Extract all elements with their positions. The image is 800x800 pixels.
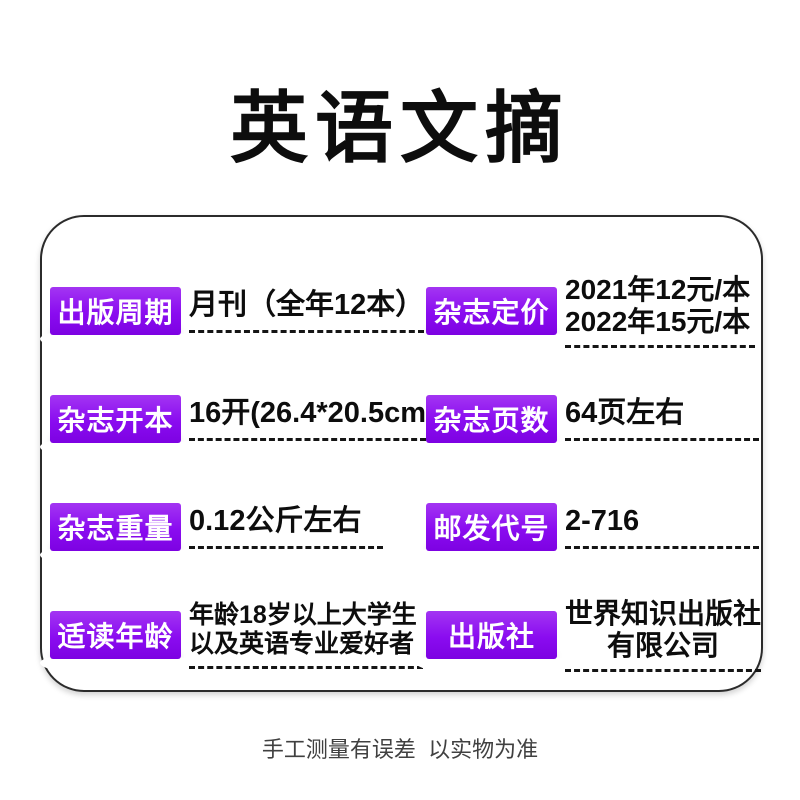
spec-reading-age: 适读年龄 年龄18岁以上大学生 以及英语专业爱好者: [40, 581, 426, 689]
spec-value: 0.12公斤左右: [189, 505, 383, 549]
spec-format: 杂志开本 16开(26.4*20.5cm）: [40, 365, 455, 473]
label-ribbon: 杂志开本: [40, 395, 191, 459]
value-line: 月刊（全年12本）: [189, 289, 425, 322]
value-line: 0.12公斤左右: [189, 505, 362, 538]
spec-label-badge: 杂志页数: [426, 395, 557, 443]
spec-value: 世界知识出版社 有限公司: [565, 597, 762, 673]
spec-value: 2021年12元/本 2022年15元/本: [565, 273, 755, 349]
value-line: 2022年15元/本: [565, 306, 751, 337]
label-ribbon: 出版周期: [40, 287, 191, 351]
label-ribbon: 出版社: [416, 611, 567, 675]
value-line: 2021年12元/本: [565, 273, 751, 305]
spec-value: 月刊（全年12本）: [189, 289, 425, 333]
spec-value: 64页左右: [565, 397, 759, 441]
spec-grid: 出版周期 月刊（全年12本） 杂志定价 2021年12元/本 2022年15元/…: [40, 257, 762, 689]
label-ribbon: 杂志定价: [416, 287, 567, 351]
spec-label-badge: 杂志定价: [426, 287, 557, 335]
value-line: 以及英语专业爱好者: [189, 630, 415, 658]
measurement-disclaimer: 手工测量有误差 以实物为准: [261, 737, 539, 762]
spec-card: 出版周期 月刊（全年12本） 杂志定价 2021年12元/本 2022年15元/…: [40, 215, 763, 692]
spec-publisher: 出版社 世界知识出版社 有限公司: [416, 581, 762, 689]
page-title: 英语文摘: [229, 84, 570, 172]
spec-label-badge: 杂志开本: [50, 395, 181, 443]
value-line: 16开(26.4*20.5cm）: [189, 397, 455, 430]
value-line: 64页左右: [565, 397, 685, 430]
spec-label-badge: 适读年龄: [50, 611, 181, 659]
value-line: 年龄18岁以上大学生: [189, 601, 417, 630]
spec-label-badge: 出版社: [426, 611, 557, 659]
spec-label-badge: 杂志重量: [50, 503, 181, 551]
spec-pages: 杂志页数 64页左右: [416, 365, 761, 473]
spec-value: 16开(26.4*20.5cm）: [189, 397, 455, 441]
spec-publication-cycle: 出版周期 月刊（全年12本）: [40, 257, 426, 365]
spec-weight: 杂志重量 0.12公斤左右: [40, 473, 426, 581]
spec-value: 年龄18岁以上大学生 以及英语专业爱好者: [189, 601, 423, 669]
spec-price: 杂志定价 2021年12元/本 2022年15元/本: [416, 257, 761, 365]
spec-label-badge: 邮发代号: [426, 503, 557, 551]
label-ribbon: 杂志页数: [416, 395, 567, 459]
label-ribbon: 适读年龄: [40, 611, 191, 675]
spec-label-badge: 出版周期: [50, 287, 181, 335]
spec-value: 2-716: [565, 505, 759, 549]
value-line: 2-716: [565, 505, 640, 538]
label-ribbon: 杂志重量: [40, 503, 191, 567]
value-line: 有限公司: [607, 630, 720, 661]
label-ribbon: 邮发代号: [416, 503, 567, 567]
value-line: 世界知识出版社: [565, 597, 762, 629]
spec-postal-code: 邮发代号 2-716: [416, 473, 761, 581]
